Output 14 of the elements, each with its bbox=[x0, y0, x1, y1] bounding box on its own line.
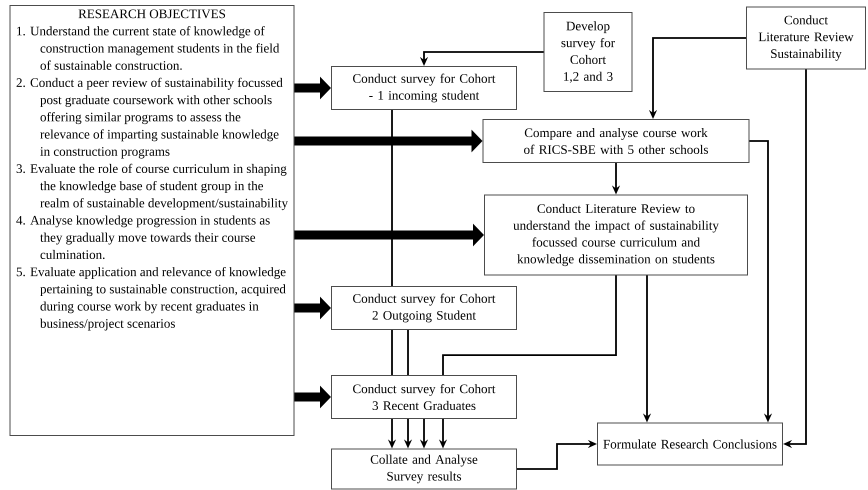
connector-line bbox=[391, 330, 393, 375]
objectives-box: RESEARCH OBJECTIVES 1. Understand the current state of knowledge of construction management students in the field of sustainable construction. 2. Conduct a peer review of sustainability focussed post graduate coursework with other schools offering similar programs to assess the relevance of imparting sustainable knowledge in construction programs 3. Evaluate the role of course curriculum in shaping the knowledge base of student group in the realm of sustainable development/sustainability 4. Analyse knowledge progression in students as they gradually move towards their course culmination. 5. Evaluate application and relevance of knowledge pertaining to sustainable construction, acquired during course work by recent graduates in business/project scenarios bbox=[10, 5, 294, 436]
process-box: Conduct Literature Review Sustainability bbox=[746, 6, 866, 70]
connector-line bbox=[391, 110, 393, 286]
process-box: Conduct survey for Cohort 2 Outgoing Student bbox=[331, 286, 517, 330]
process-box: Compare and analyse course work of RICS-SBE with 5 other schools bbox=[482, 119, 750, 163]
process-box: Formulate Research Conclusions bbox=[597, 422, 783, 466]
process-box: Collate and Analyse Survey results bbox=[331, 448, 517, 490]
process-box: Develop survey for Cohort 1,2 and 3 bbox=[544, 12, 632, 92]
connector-line bbox=[407, 330, 409, 375]
process-box: Conduct survey for Cohort - 1 incoming student bbox=[331, 66, 517, 110]
process-box: Conduct Literature Review to understand the impact of sustainability focussed course curriculum and knowledge dissemination on students bbox=[484, 194, 748, 276]
connector-line bbox=[442, 276, 617, 375]
process-box: Conduct survey for Cohort 3 Recent Graduates bbox=[331, 375, 517, 419]
